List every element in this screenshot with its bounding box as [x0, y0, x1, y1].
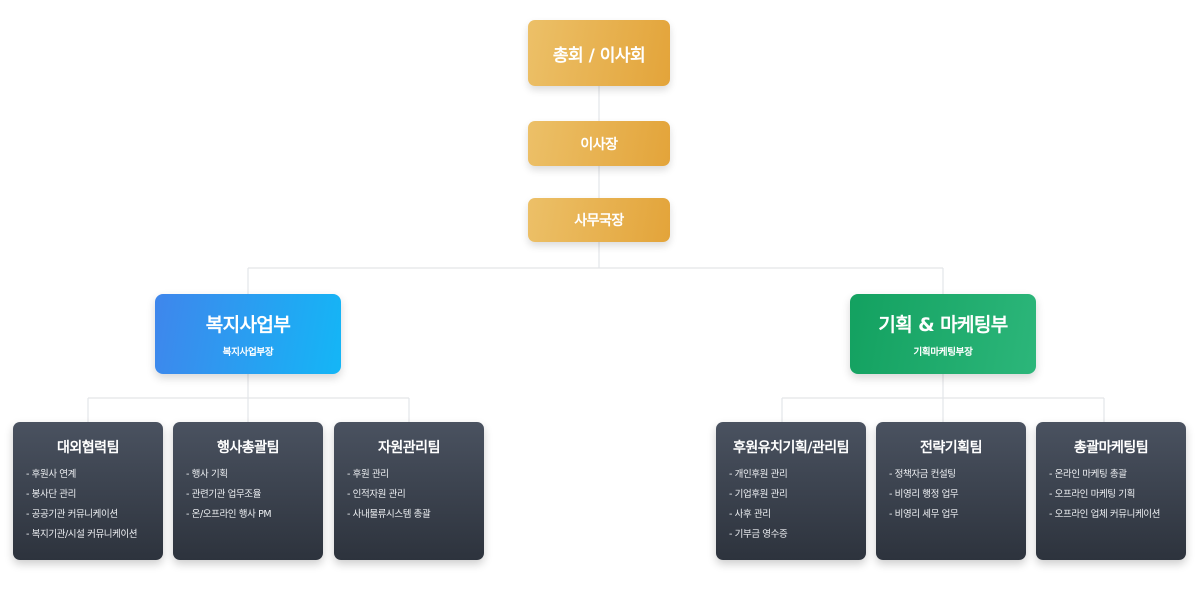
team-duty-item: - 온라인 마케팅 총괄	[1049, 469, 1127, 480]
team-title: 대외협력팀	[57, 440, 119, 456]
team-title: 총괄마케팅팀	[1073, 440, 1149, 456]
planning-marketing-division-head: 기획마케팅부장	[913, 347, 973, 358]
team-box-external-cooperation: 대외협력팀 - 후원사 연계 - 봉사단 관리 - 공공기관 커뮤니케이션 - …	[13, 422, 163, 560]
secretary-general-box: 사무국장	[528, 198, 670, 242]
team-duty-item: - 사후 관리	[729, 509, 771, 520]
team-duty-item: - 개인후원 관리	[729, 469, 788, 480]
team-box-sponsorship-planning: 후원유치기획/관리팀 - 개인후원 관리 - 기업후원 관리 - 사후 관리 -…	[716, 422, 866, 560]
team-title: 자원관리팀	[378, 440, 440, 456]
team-duty-item: - 후원 관리	[347, 469, 389, 480]
team-duty-item: - 오프라인 마케팅 기획	[1049, 489, 1135, 500]
planning-marketing-division-title: 기획 & 마케팅부	[878, 314, 1008, 336]
team-duty-item: - 관련기관 업무조율	[186, 489, 261, 500]
team-title: 후원유치기획/관리팀	[732, 440, 850, 456]
team-box-resource-management: 자원관리팀 - 후원 관리 - 인적자원 관리 - 사내물류시스템 총괄	[334, 422, 484, 560]
team-duty-list: - 개인후원 관리 - 기업후원 관리 - 사후 관리 - 기부금 영수증	[729, 465, 862, 545]
welfare-division-head: 복지사업부장	[222, 347, 274, 358]
chairman-box: 이사장	[528, 121, 670, 166]
assembly-box: 총회 / 이사회	[528, 20, 670, 86]
team-duty-list: - 온라인 마케팅 총괄 - 오프라인 마케팅 기획 - 오프라인 업체 커뮤니…	[1049, 465, 1182, 525]
team-duty-item: - 사내물류시스템 총괄	[347, 509, 431, 520]
chairman-label: 이사장	[580, 136, 618, 153]
team-duty-item: - 비영리 세무 업무	[889, 509, 959, 520]
team-duty-item: - 인적자원 관리	[347, 489, 406, 500]
team-duty-list: - 행사 기획 - 관련기관 업무조율 - 온/오프라인 행사 PM	[186, 465, 319, 525]
team-duty-list: - 후원사 연계 - 봉사단 관리 - 공공기관 커뮤니케이션 - 복지기관/시…	[26, 465, 159, 545]
planning-marketing-division-box: 기획 & 마케팅부 기획마케팅부장	[850, 294, 1036, 374]
assembly-label: 총회 / 이사회	[552, 45, 646, 66]
team-box-event-management: 행사총괄팀 - 행사 기획 - 관련기관 업무조율 - 온/오프라인 행사 PM	[173, 422, 323, 560]
team-duty-item: - 비영리 행정 업무	[889, 489, 959, 500]
team-duty-item: - 정책자금 컨설팅	[889, 469, 956, 480]
team-duty-item: - 행사 기획	[186, 469, 228, 480]
team-duty-list: - 후원 관리 - 인적자원 관리 - 사내물류시스템 총괄	[347, 465, 480, 525]
team-duty-item: - 봉사단 관리	[26, 489, 76, 500]
team-duty-item: - 기부금 영수증	[729, 529, 788, 540]
team-duty-item: - 공공기관 커뮤니케이션	[26, 509, 118, 520]
welfare-division-box: 복지사업부 복지사업부장	[155, 294, 341, 374]
team-duty-item: - 기업후원 관리	[729, 489, 788, 500]
team-duty-item: - 후원사 연계	[26, 469, 76, 480]
welfare-division-title: 복지사업부	[205, 314, 291, 336]
secretary-general-label: 사무국장	[574, 213, 624, 229]
team-duty-item: - 복지기관/시설 커뮤니케이션	[26, 529, 138, 540]
team-box-general-marketing: 총괄마케팅팀 - 온라인 마케팅 총괄 - 오프라인 마케팅 기획 - 오프라인…	[1036, 422, 1186, 560]
team-duty-item: - 오프라인 업체 커뮤니케이션	[1049, 509, 1160, 520]
team-title: 행사총괄팀	[217, 440, 279, 456]
team-box-strategic-planning: 전략기획팀 - 정책자금 컨설팅 - 비영리 행정 업무 - 비영리 세무 업무	[876, 422, 1026, 560]
team-duty-item: - 온/오프라인 행사 PM	[186, 509, 272, 520]
team-duty-list: - 정책자금 컨설팅 - 비영리 행정 업무 - 비영리 세무 업무	[889, 465, 1022, 525]
team-title: 전략기획팀	[920, 440, 982, 456]
